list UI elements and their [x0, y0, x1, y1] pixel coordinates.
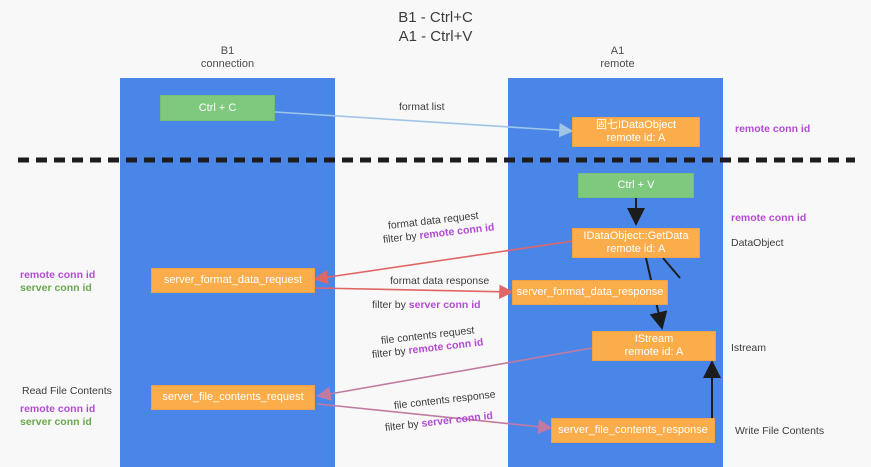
box-getdata[interactable]: IDataObject::GetData remote id: A — [572, 228, 700, 258]
box-istream-line-2: remote id: A — [624, 346, 684, 358]
box-ctrl-c[interactable]: Ctrl + C — [160, 95, 275, 121]
box-server-file-contents-request[interactable]: server_file_contents_request — [151, 385, 315, 410]
label-filter-prefix-3: filter by — [371, 344, 410, 361]
label-filter-prefix-4: filter by — [384, 417, 423, 434]
label-filter-key-server-conn-id: server conn id — [408, 299, 481, 311]
box-istream-line-1: IStream — [634, 333, 674, 345]
lane-header-b1: B1 connection — [155, 45, 300, 71]
box-server-format-data-request-label: server_format_data_request — [163, 274, 303, 286]
annotation-left-remote-conn-id-mid: remote conn id — [20, 269, 96, 281]
box-server-format-data-response-label: server_format_data_response — [516, 286, 664, 298]
edge-format-data-response — [314, 284, 514, 299]
annotation-right-write-file-contents: Write File Contents — [735, 425, 825, 437]
label-file-contents-response-filter: filter by server conn id — [384, 409, 493, 435]
annotation-right-dataobject: DataObject — [731, 237, 784, 249]
box-ctrl-v-label: Ctrl + V — [617, 179, 655, 191]
label-filter-prefix: filter by — [382, 229, 421, 246]
annotation-left-remote-conn-id-bottom: remote conn id — [20, 403, 96, 415]
box-getdata-line-2: remote id: A — [606, 243, 666, 255]
lane-a1-role: remote — [600, 58, 635, 70]
lane-a1-name: A1 — [610, 45, 625, 57]
label-filter-key-server-conn-id-2: server conn id — [420, 409, 494, 430]
box-istream[interactable]: IStream remote id: A — [592, 331, 716, 361]
box-ctrl-c-label: Ctrl + C — [198, 101, 237, 114]
annotation-right-remote-conn-id-mid: remote conn id — [731, 212, 807, 224]
lane-b1-name: B1 — [220, 45, 235, 57]
box-ctrl-v[interactable]: Ctrl + V — [578, 173, 694, 198]
box-getdata-line-1: IDataObject::GetData — [583, 230, 689, 242]
annotation-right-istream: Istream — [731, 342, 767, 354]
label-format-list: format list — [399, 101, 445, 113]
annotation-left-server-conn-id-mid: server conn id — [20, 282, 92, 294]
annotation-left-read-file-contents: Read File Contents — [22, 385, 112, 397]
box-server-format-data-response[interactable]: server_format_data_response — [512, 280, 668, 305]
lane-header-a1: A1 remote — [545, 45, 690, 71]
box-server-format-data-request[interactable]: server_format_data_request — [151, 268, 315, 293]
box-server-file-contents-request-label: server_file_contents_request — [162, 391, 304, 403]
lane-b1-role: connection — [200, 58, 255, 70]
annotation-right-remote-conn-id-top: remote conn id — [735, 123, 811, 135]
box-idataobject-line-1: 固七IDataObject — [595, 119, 677, 131]
annotation-left-server-conn-id-bottom: server conn id — [20, 416, 92, 428]
box-server-file-contents-response[interactable]: server_file_contents_response — [551, 418, 715, 443]
label-format-data-response: format data response — [390, 275, 490, 287]
box-idataobject-line-2: remote id: A — [606, 132, 666, 144]
box-server-file-contents-response-label: server_file_contents_response — [558, 424, 708, 436]
label-format-data-response-filter: filter by server conn id — [372, 298, 481, 312]
title-line-2: A1 - Ctrl+V — [398, 28, 473, 45]
label-filter-prefix-2: filter by — [372, 299, 409, 311]
page-title: B1 - Ctrl+C A1 - Ctrl+V — [0, 8, 871, 46]
box-idataobject[interactable]: 固七IDataObject remote id: A — [572, 117, 700, 147]
title-line-1: B1 - Ctrl+C — [398, 9, 473, 26]
